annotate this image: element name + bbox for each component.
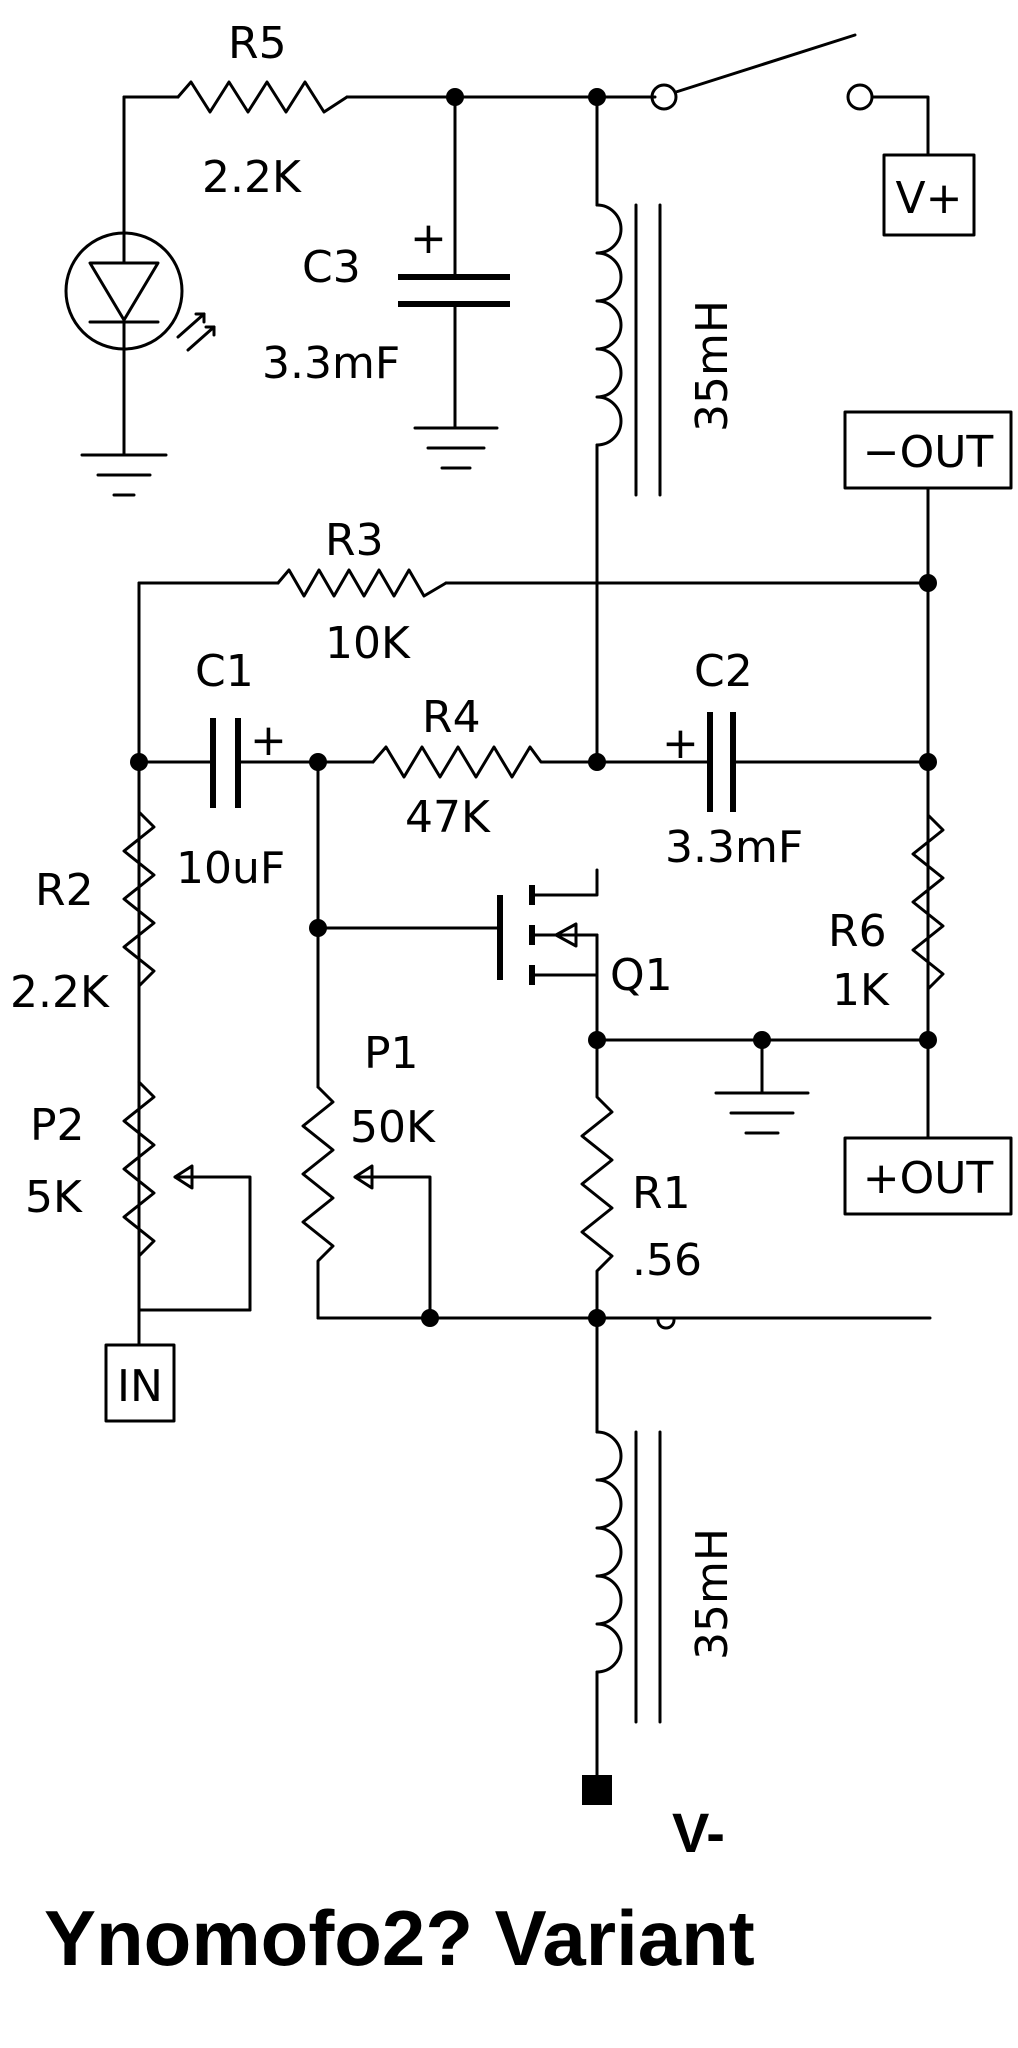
p2-potentiometer	[122, 1080, 252, 1320]
q1-mosfet	[486, 868, 599, 1042]
p1-value: 50K	[350, 1102, 436, 1153]
out-pos-port	[843, 1136, 1013, 1216]
r1-name: R1	[632, 1168, 691, 1219]
inductor-lower-value: 35mH	[687, 1528, 738, 1660]
c3-name: C3	[302, 242, 361, 293]
r4-name: R4	[422, 692, 481, 743]
in-label: IN	[117, 1361, 163, 1412]
source-wires	[595, 1038, 930, 1135]
c3-plus: +	[410, 213, 447, 264]
c2-value: 3.3mF	[665, 822, 803, 873]
c3-value: 3.3mF	[262, 338, 400, 389]
c2-plus: +	[662, 718, 699, 769]
r4-resistor	[371, 745, 712, 779]
r6-name: R6	[828, 906, 887, 957]
out-pos-label: +OUT	[863, 1153, 994, 1204]
r2-value: 2.2K	[10, 967, 110, 1018]
inductor-upper-value: 35mH	[687, 300, 738, 432]
inductor-lower	[595, 1316, 662, 1777]
r3-name: R3	[325, 515, 384, 566]
p2-name: P2	[30, 1100, 85, 1151]
out-neg-label: −OUT	[863, 427, 994, 478]
c2-capacitor	[707, 712, 930, 812]
c2-name: C2	[694, 646, 753, 697]
p1-name: P1	[364, 1028, 419, 1079]
r1-value: .56	[632, 1235, 702, 1286]
r3-value: 10K	[325, 618, 411, 669]
r6-resistor	[911, 760, 945, 1042]
r3-resistor	[137, 568, 930, 1320]
bottom-rail	[316, 1316, 932, 1330]
vminus-terminal	[582, 1775, 612, 1805]
photodiode-symbol	[64, 231, 216, 457]
r5-value: 2.2K	[202, 152, 302, 203]
r5-name: R5	[228, 18, 287, 69]
vplus-port	[882, 153, 976, 237]
c1-plus: +	[250, 715, 287, 766]
r5-resistor	[176, 80, 349, 114]
vplus-label: V+	[896, 173, 963, 224]
r2-name: R2	[35, 865, 94, 916]
p1-potentiometer	[301, 1085, 432, 1320]
r2-resistor	[122, 760, 156, 1084]
c1-value: 10uF	[176, 843, 285, 894]
c1-capacitor	[137, 718, 375, 808]
diagram-title: Ynomofo2? Variant	[44, 1894, 755, 1982]
r1-resistor	[580, 1038, 614, 1320]
junction-dots	[130, 88, 937, 1327]
vminus-label: V-	[672, 1801, 725, 1864]
power-switch[interactable]	[650, 33, 930, 157]
p2-value: 5K	[25, 1172, 83, 1223]
c1-name: C1	[195, 646, 254, 697]
r6-value: 1K	[832, 965, 890, 1016]
q1-name: Q1	[610, 950, 673, 1001]
ground-icon	[80, 453, 168, 497]
r4-value: 47K	[405, 792, 491, 843]
inductor-upper	[595, 95, 662, 767]
c3-capacitor	[398, 95, 510, 470]
